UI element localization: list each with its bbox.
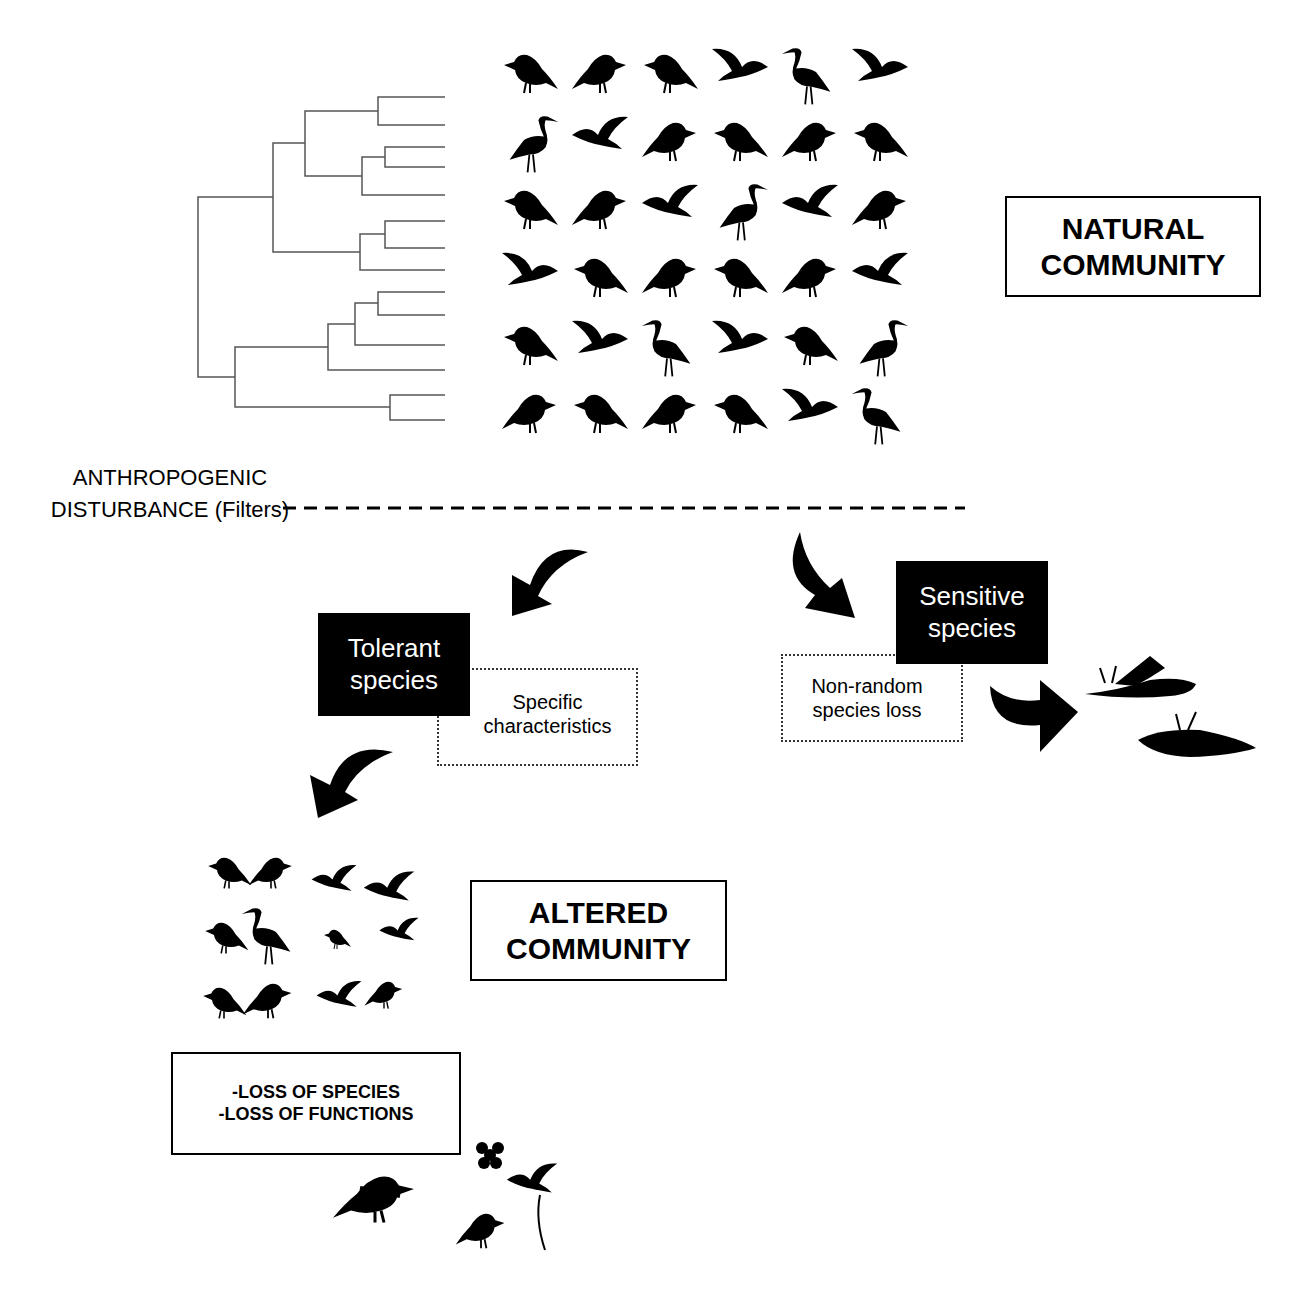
bird-silhouette [574, 259, 628, 297]
dead-birds [1085, 656, 1256, 757]
curved-arrow [793, 532, 855, 618]
bird-silhouette [312, 865, 357, 891]
bird-silhouette [364, 871, 414, 900]
bird-silhouette [572, 117, 628, 149]
bird-silhouette [782, 389, 838, 421]
bird-silhouette [852, 49, 908, 81]
disturbance-label: ANTHROPOGENIC DISTURBANCE (Filters) [40, 462, 300, 526]
node-text: Tolerant species [328, 633, 460, 695]
bird-silhouette [644, 55, 698, 93]
bird-silhouette [572, 55, 626, 93]
bird-silhouette [782, 185, 838, 217]
community-box: ALTERED COMMUNITY [470, 880, 727, 981]
bird-silhouette [860, 320, 909, 376]
bird-silhouette [714, 395, 768, 433]
function-birds [333, 1142, 557, 1250]
node-text: Non-random species loss [793, 674, 941, 722]
bird-silhouette [714, 123, 768, 161]
bird-silhouette [714, 259, 768, 297]
bird-silhouette [379, 918, 418, 941]
node-text: NATURAL COMMUNITY [1017, 211, 1249, 283]
bird-silhouette [317, 981, 362, 1007]
bird-silhouette [364, 982, 402, 1009]
phylogeny-tree [198, 97, 445, 420]
node-text: Sensitive species [906, 581, 1038, 643]
bird-silhouette [720, 184, 769, 240]
bird-silhouette [852, 253, 908, 285]
bird-silhouette [502, 253, 558, 285]
bird-silhouette [249, 858, 292, 889]
bird-silhouette [642, 123, 696, 161]
bird-silhouette [852, 191, 906, 229]
bird-silhouette [782, 259, 836, 297]
node-text: -LOSS OF SPECIES [232, 1082, 400, 1104]
bird-silhouette [572, 321, 628, 353]
bird-silhouette [782, 123, 836, 161]
bird-silhouette [203, 988, 246, 1019]
bird-grid [502, 48, 908, 444]
bird-silhouette [208, 858, 251, 889]
bird-silhouette [852, 388, 901, 444]
filter-line [283, 507, 965, 510]
bird-silhouette [854, 123, 908, 161]
loss-pattern-box: Non-random species loss [781, 654, 963, 742]
curved-arrow [310, 749, 393, 818]
bird-silhouette [205, 923, 248, 954]
sensitive-box: Sensitive species [896, 561, 1048, 664]
bird-silhouette [242, 908, 291, 964]
bird-silhouette [782, 48, 831, 104]
bird-silhouette [243, 984, 292, 1019]
bird-silhouette [504, 191, 558, 229]
node-text: Specific characteristics [469, 690, 626, 738]
node-text: ALTERED COMMUNITY [482, 895, 715, 967]
bird-silhouette [642, 259, 696, 297]
bird-silhouette [712, 321, 768, 353]
altered-bird-cluster [203, 858, 418, 1019]
bird-silhouette [784, 327, 838, 365]
bird-silhouette [504, 55, 558, 93]
bird-silhouette [572, 191, 626, 229]
bird-silhouette [324, 930, 351, 949]
bird-silhouette [502, 395, 556, 433]
bird-silhouette [642, 395, 696, 433]
bird-silhouette [712, 49, 768, 81]
curved-arrow [512, 549, 588, 616]
bird-silhouette [504, 327, 558, 365]
outcome-box: -LOSS OF SPECIES-LOSS OF FUNCTIONS [171, 1052, 461, 1155]
bird-silhouette [574, 395, 628, 433]
tolerant-box: Tolerant species [318, 613, 470, 716]
curved-arrow [990, 680, 1078, 752]
bird-silhouette [510, 116, 559, 172]
bird-silhouette [642, 185, 698, 217]
bird-silhouette [642, 320, 691, 376]
community-box: NATURAL COMMUNITY [1005, 196, 1261, 297]
node-text: -LOSS OF FUNCTIONS [219, 1104, 414, 1126]
